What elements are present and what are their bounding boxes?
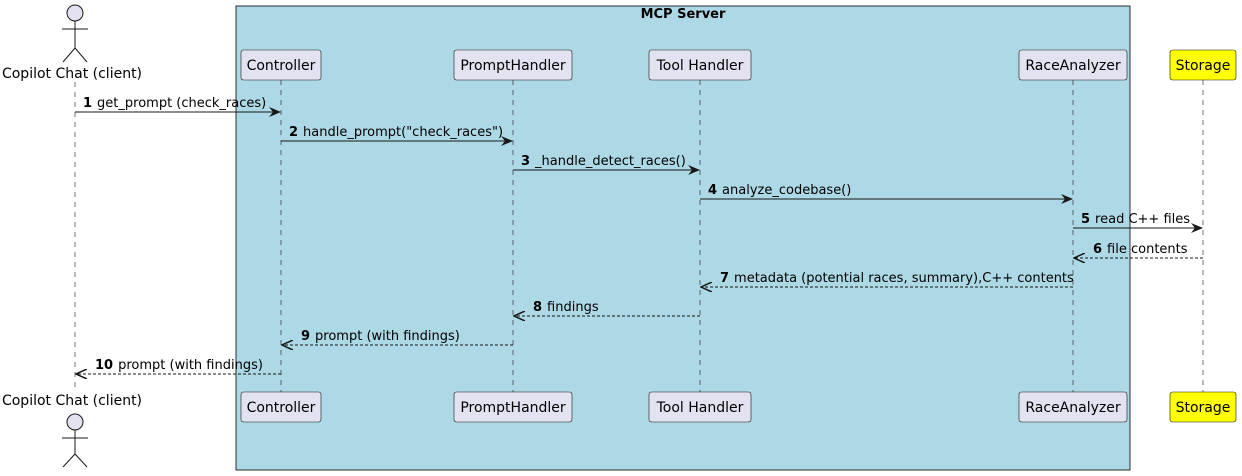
message-text: _handle_detect_races()	[534, 154, 686, 169]
message-label: 8 findings	[533, 300, 599, 315]
message-label: 1 get_prompt (check_races)	[83, 96, 266, 111]
message-8: 8 findings	[514, 300, 700, 316]
participant-storage-bottom: Storage	[1169, 391, 1237, 423]
message-text: findings	[547, 300, 599, 315]
message-number: 1	[83, 96, 92, 111]
participant-label: PromptHandler	[460, 400, 566, 416]
message-label: 5 read C++ files	[1081, 212, 1190, 227]
participant-raceanalyzer-bottom: RaceAnalyzer	[1018, 391, 1128, 423]
message-number: 6	[1093, 242, 1102, 257]
message-number: 7	[720, 271, 729, 286]
message-number: 4	[708, 183, 717, 198]
participant-raceanalyzer-top: RaceAnalyzer	[1018, 49, 1128, 81]
message-text: metadata (potential races, summary),C++ …	[734, 271, 1074, 286]
participant-label: Controller	[247, 58, 316, 74]
message-number: 10	[95, 358, 113, 373]
actor-icon	[62, 4, 88, 63]
message-label: 2 handle_prompt("check_races")	[289, 125, 503, 140]
participant-label: Controller	[247, 400, 316, 416]
participant-controller-top: Controller	[240, 49, 322, 81]
actor-bottom: Copilot Chat (client)	[2, 393, 142, 468]
boundary-title: MCP Server	[641, 7, 726, 22]
participant-label: PromptHandler	[460, 58, 566, 74]
message-text: prompt (with findings)	[315, 329, 460, 344]
message-text: get_prompt (check_races)	[97, 96, 266, 111]
message-1: 1 get_prompt (check_races)	[75, 96, 281, 117]
actor-top: Copilot Chat (client)	[2, 4, 142, 82]
message-label: 7 metadata (potential races, summary),C++…	[720, 271, 1074, 286]
actor-label-top: Copilot Chat (client)	[2, 66, 142, 82]
message-10: 10 prompt (with findings)	[76, 358, 281, 374]
message-6: 6 file contents	[1074, 242, 1203, 258]
message-number: 3	[521, 154, 530, 169]
message-label: 6 file contents	[1093, 242, 1188, 257]
participant-storage-top: Storage	[1169, 49, 1237, 81]
participant-label: Tool Handler	[656, 400, 744, 416]
message-5: 5 read C++ files	[1073, 212, 1203, 233]
participant-label: RaceAnalyzer	[1025, 58, 1120, 74]
message-number: 8	[533, 300, 542, 315]
participant-toolhandler-top: Tool Handler	[648, 49, 752, 81]
message-text: prompt (with findings)	[118, 358, 263, 373]
participant-prompthandler-bottom: PromptHandler	[453, 391, 573, 423]
messages: 1 get_prompt (check_races) 2 handle_prompt(…	[75, 96, 1203, 374]
message-2: 2 handle_prompt("check_races")	[281, 125, 513, 146]
message-text: read C++ files	[1095, 212, 1190, 227]
actor-label-bottom: Copilot Chat (client)	[2, 393, 142, 409]
actor-icon	[62, 413, 88, 468]
message-text: analyze_codebase()	[722, 183, 851, 198]
participant-toolhandler-bottom: Tool Handler	[648, 391, 752, 423]
participants: ControllerControllerPromptHandlerPromptH…	[240, 49, 1237, 423]
message-3: 3 _handle_detect_races()	[513, 154, 700, 175]
message-label: 3 _handle_detect_races()	[521, 154, 686, 169]
message-4: 4 analyze_codebase()	[700, 183, 1073, 204]
message-text: file contents	[1107, 242, 1188, 257]
message-text: handle_prompt("check_races")	[303, 125, 503, 140]
participant-label: Tool Handler	[656, 58, 744, 74]
participant-label: Storage	[1176, 58, 1231, 74]
message-label: 4 analyze_codebase()	[708, 183, 851, 198]
message-label: 10 prompt (with findings)	[95, 358, 263, 373]
message-label: 9 prompt (with findings)	[301, 329, 460, 344]
message-9: 9 prompt (with findings)	[282, 329, 513, 345]
participant-prompthandler-top: PromptHandler	[453, 49, 573, 81]
participant-controller-bottom: Controller	[240, 391, 322, 423]
message-number: 5	[1081, 212, 1090, 227]
message-7: 7 metadata (potential races, summary),C++…	[701, 271, 1074, 287]
message-number: 2	[289, 125, 298, 140]
participant-label: RaceAnalyzer	[1025, 400, 1120, 416]
participant-label: Storage	[1176, 400, 1231, 416]
message-number: 9	[301, 329, 310, 344]
